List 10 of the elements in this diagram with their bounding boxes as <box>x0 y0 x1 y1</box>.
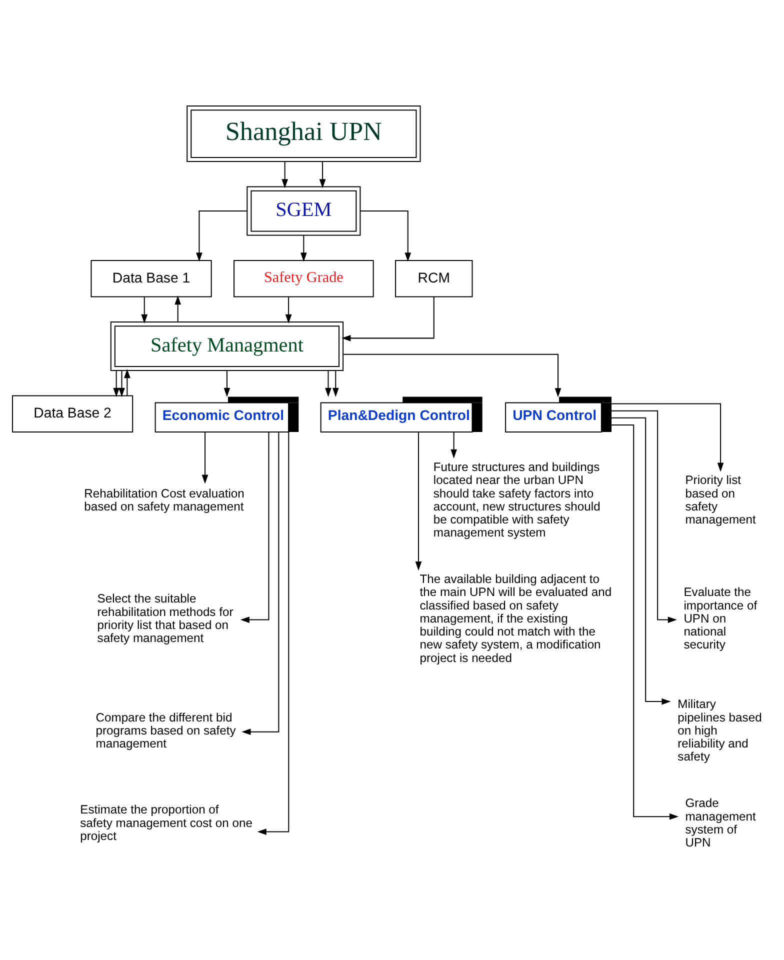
node-text: Future structures and buildings located near the urban UPN should take safety factors into account, new structures should be compatible with safety management system <box>433 460 600 540</box>
node-text: Evaluate the importance of UPN on national security <box>684 585 758 652</box>
node-text: Priority list based on safety management <box>685 473 756 527</box>
node-text: Rehabilitation Cost evaluation based on safety management <box>84 486 244 514</box>
node-text: Grade management system of UPN <box>685 796 756 850</box>
node-text: Compare the different bid programs based on safety management <box>96 710 236 751</box>
node-text: The available building adjacent to the main UPN will be evaluated and classified based on safety management, if the existing building could not match with the new safety system, a modification project is needed <box>420 572 612 665</box>
node-text: Estimate the proportion of safety management cost on one project <box>80 802 252 843</box>
node-text: Select the suitable rehabilitation methods for priority list that based on safety management <box>97 592 234 646</box>
node-text: Military pipelines based on high reliability and safety <box>678 697 762 764</box>
